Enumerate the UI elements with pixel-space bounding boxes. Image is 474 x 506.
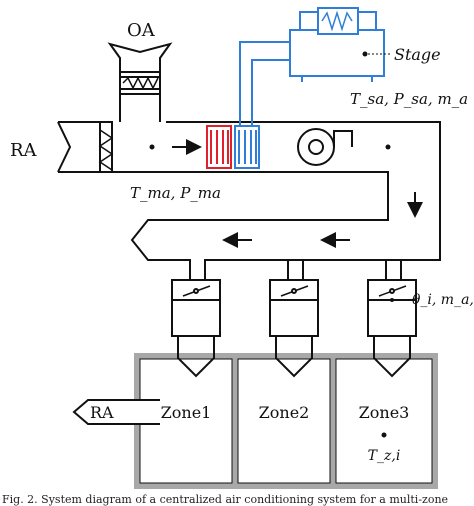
zone-temp-label: T_z,i <box>368 448 401 464</box>
supply-fan <box>297 128 353 166</box>
stage-unit <box>289 7 385 82</box>
return-filter <box>98 121 114 173</box>
zone3-box <box>330 353 438 489</box>
cooling-coil <box>234 125 260 169</box>
oa-label: OA <box>127 20 156 41</box>
supply-air-point <box>385 144 391 150</box>
stage-leader <box>362 51 392 57</box>
zone-temp-point <box>381 432 387 438</box>
supply-air-label: T_sa, P_sa, m_a <box>350 90 468 108</box>
zone1-label: Zone1 <box>161 403 212 422</box>
zone2-label: Zone2 <box>259 403 310 422</box>
zone3-label: Zone3 <box>359 403 410 422</box>
flow-arrows <box>172 139 423 248</box>
heating-coil <box>206 125 232 169</box>
mixed-air-point <box>149 144 155 150</box>
figure-caption: Fig. 2. System diagram of a centralized … <box>2 493 448 506</box>
ra-outlet-label: RA <box>90 403 114 422</box>
ra-outlet <box>72 399 160 425</box>
vav-boxes <box>171 260 417 378</box>
oa-inlet <box>107 42 173 122</box>
mixed-air-label: T_ma, P_ma <box>130 184 221 202</box>
damper-leader <box>390 298 410 302</box>
refrigerant-pipes <box>239 41 290 126</box>
damper-label: θ_i, m_a,i <box>412 292 474 308</box>
ra-inlet-label: RA <box>10 140 38 161</box>
stage-label: Stage <box>394 45 441 64</box>
zone-block <box>134 353 438 489</box>
